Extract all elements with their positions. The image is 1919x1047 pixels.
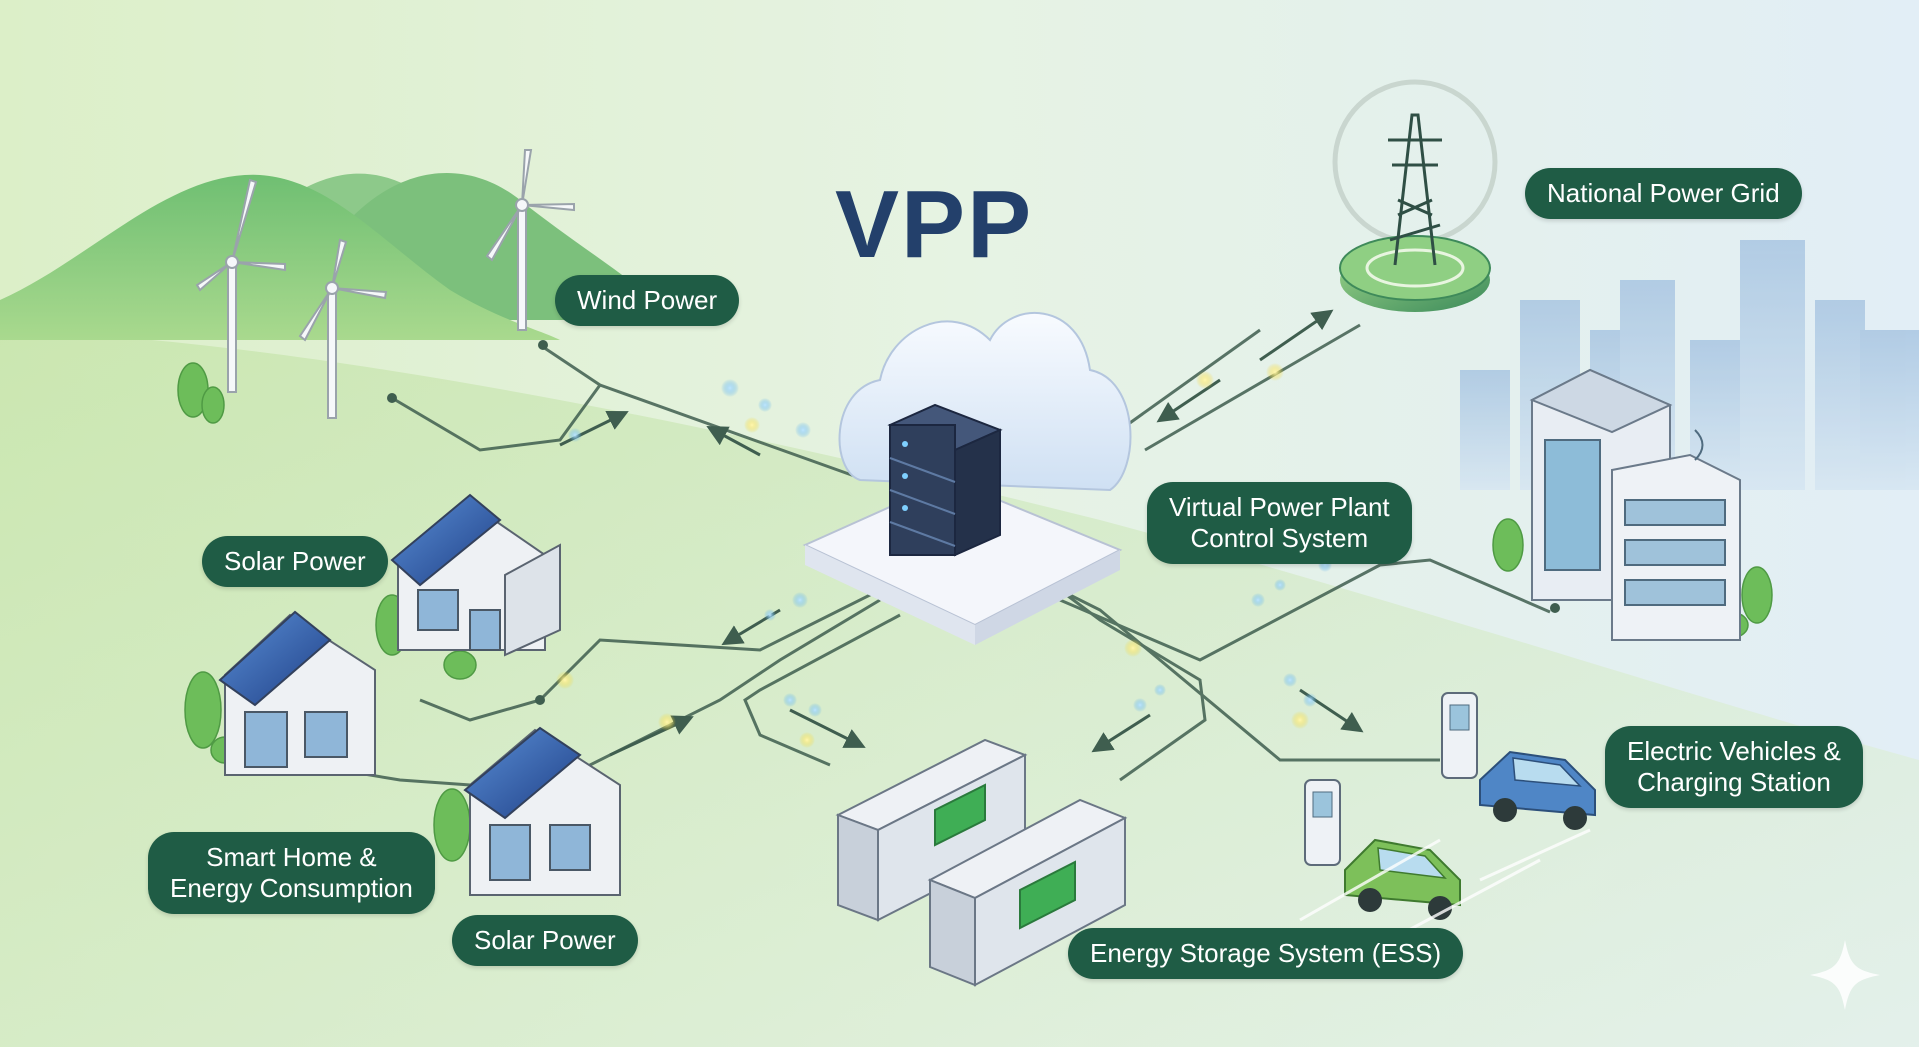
wind-turbine bbox=[485, 149, 575, 331]
ess-container bbox=[835, 738, 1028, 922]
ev-car bbox=[1479, 750, 1596, 830]
house-solar bbox=[463, 726, 621, 896]
page-title: VPP bbox=[835, 171, 1034, 278]
wind-turbine bbox=[298, 238, 388, 419]
label-wind-power: Wind Power bbox=[555, 275, 740, 326]
office-buildings bbox=[1529, 368, 1741, 641]
cloud-server bbox=[802, 311, 1132, 645]
label-energy-storage-system: Energy Storage System (ESS) bbox=[1068, 928, 1464, 979]
wind-turbine bbox=[195, 178, 286, 393]
label-control-system: Virtual Power Plant Control System bbox=[1147, 482, 1412, 564]
label-national-power-grid: National Power Grid bbox=[1525, 168, 1802, 219]
flow-arrows bbox=[559, 309, 1364, 757]
label-solar-power: Solar Power bbox=[202, 536, 388, 587]
label-electric-vehicles: Electric Vehicles & Charging Station bbox=[1605, 726, 1863, 808]
label-smart-home: Smart Home & Energy Consumption bbox=[148, 832, 435, 914]
parking-lines bbox=[1299, 828, 1591, 942]
flow-dots bbox=[556, 363, 1332, 748]
label-solar-power-2: Solar Power bbox=[452, 915, 638, 966]
ess-container bbox=[927, 798, 1128, 987]
house-solar bbox=[218, 610, 376, 776]
ev-car bbox=[1344, 838, 1461, 920]
grid-tower bbox=[1332, 79, 1498, 312]
house-solar bbox=[390, 493, 561, 657]
ev-charger bbox=[1304, 692, 1478, 866]
sparkle-icon bbox=[1810, 940, 1880, 1010]
server-rack bbox=[887, 403, 1003, 557]
connection-lines bbox=[339, 323, 1551, 792]
